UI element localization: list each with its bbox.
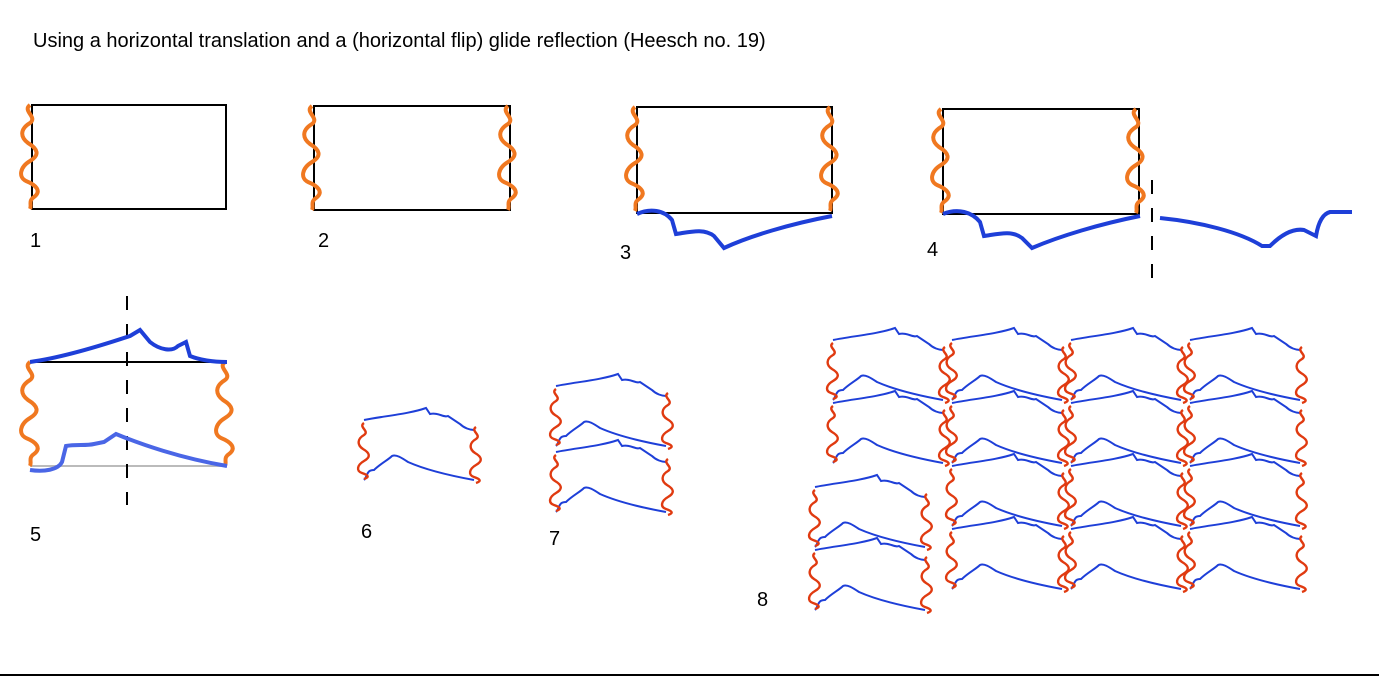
step-1-figure xyxy=(19,103,227,211)
bottom-rule xyxy=(0,674,1379,676)
step-label-4: 4 xyxy=(927,239,939,261)
diagram-title: Using a horizontal translation and a (ho… xyxy=(33,30,766,52)
step-label-2: 2 xyxy=(318,230,330,252)
step-3-figure xyxy=(624,105,840,251)
step-2-figure xyxy=(301,104,518,212)
step-4-figure xyxy=(930,107,1352,292)
step-6-figure xyxy=(358,408,481,483)
step-label-7: 7 xyxy=(549,528,561,550)
step-label-6: 6 xyxy=(361,521,373,543)
step-label-5: 5 xyxy=(30,524,42,546)
step-7-figure xyxy=(550,374,673,515)
step-5-figure xyxy=(19,296,235,505)
step-label-1: 1 xyxy=(30,230,42,252)
step-label-3: 3 xyxy=(620,242,632,264)
step-label-8: 8 xyxy=(757,589,769,611)
step-8-tiling xyxy=(809,328,1307,613)
